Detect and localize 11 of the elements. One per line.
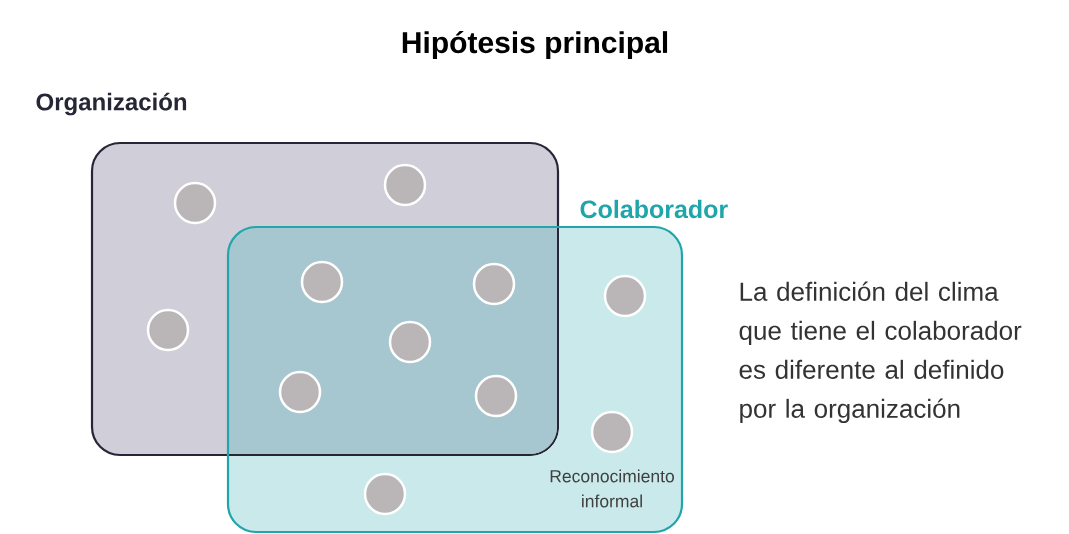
- dot: [603, 274, 647, 318]
- node-label: Organización: [36, 92, 187, 116]
- note-text: Reconocimiento informal: [550, 469, 674, 508]
- node-label: Colaborador: [580, 199, 728, 219]
- title: Hipótesis principal: [402, 30, 668, 60]
- dot: [146, 308, 190, 352]
- dot: [383, 163, 427, 207]
- dot: [173, 181, 217, 225]
- description-text: La definición del clima que tiene el colaborador es diferente al definido por la organización: [739, 281, 1022, 424]
- dot: [363, 472, 407, 516]
- dot: [590, 410, 634, 454]
